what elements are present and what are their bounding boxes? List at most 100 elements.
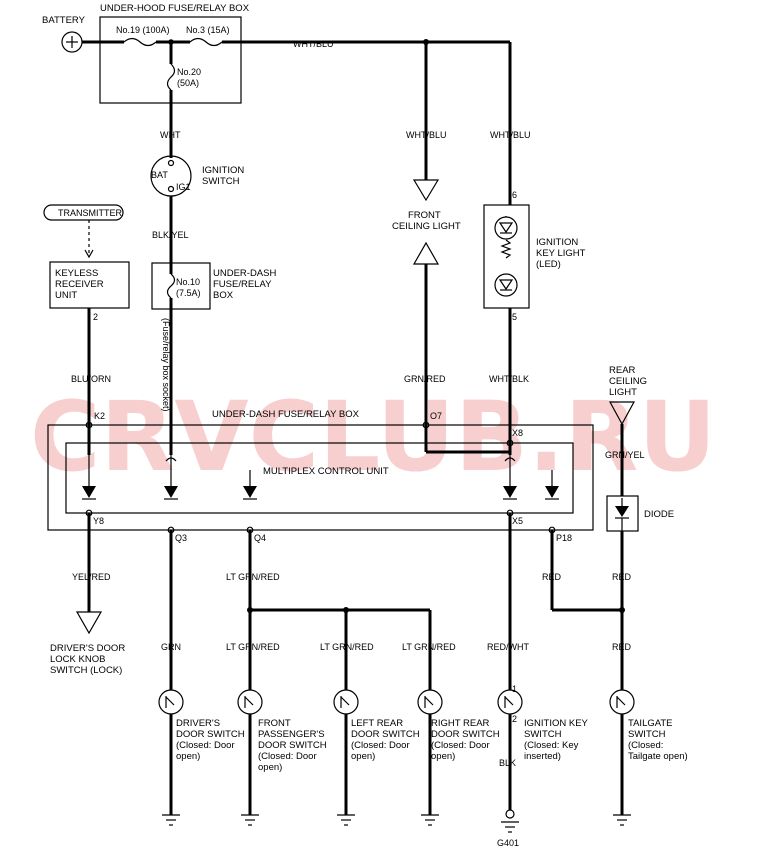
ignition-switch-label-1: IGNITION xyxy=(202,165,244,176)
terminal-o7: O7 xyxy=(430,411,442,421)
wire-label-lt-grn-red-1: LT GRN/RED xyxy=(226,642,280,652)
wire-label-blk: BLK xyxy=(499,758,516,768)
mcu-title: MULTIPLEX CONTROL UNIT xyxy=(263,466,389,477)
driver-switch-l1: DRIVER'S xyxy=(176,718,220,729)
fuse-10-label-b: (7.5A) xyxy=(176,288,201,298)
fuse-10-label-a: No.10 xyxy=(176,277,200,287)
ign-key-switch-l3: (Closed: Key xyxy=(524,740,579,751)
driver-switch-l2: DOOR SWITCH xyxy=(176,729,245,740)
key-switch-pin-2: 2 xyxy=(512,714,517,724)
front-pass-switch-l5: open) xyxy=(258,762,282,773)
keyless-line-3: UNIT xyxy=(55,290,77,301)
left-rear-switch-l2: DOOR SWITCH xyxy=(351,729,420,740)
ground-icon xyxy=(613,814,631,826)
terminal-q4: Q4 xyxy=(254,533,266,543)
fuse-19-label: No.19 (100A) xyxy=(116,25,170,35)
ignition-bat-label: BAT xyxy=(151,170,168,180)
wire-label-wht-blu-key: WHT/BLU xyxy=(490,130,531,140)
key-light-resistor xyxy=(500,239,512,259)
terminal-k2: K2 xyxy=(94,411,105,421)
tailgate-switch-l3: (Closed: xyxy=(628,740,663,751)
key-switch-pin-1: 1 xyxy=(512,684,517,694)
underdash-fuse-relay-box xyxy=(47,424,594,531)
right-rear-switch-l4: open) xyxy=(431,751,455,762)
ignition-key-light-box xyxy=(483,204,530,309)
switch-symbols xyxy=(158,689,635,715)
fuse-19-symbol xyxy=(123,37,157,47)
wire-label-grn-yel: GRN/YEL xyxy=(605,450,645,460)
wire-label-blk-yel: BLK/YEL xyxy=(152,230,189,240)
ignition-key-switch-icon xyxy=(497,689,523,715)
left-rear-switch-l3: (Closed: Door xyxy=(351,740,410,751)
underdash-fuse-name-3: BOX xyxy=(213,290,234,301)
lock-knob-label-3: SWITCH (LOCK) xyxy=(50,665,122,676)
key-light-label-2: KEY LIGHT xyxy=(536,248,586,259)
keyless-line-2: RECEIVER xyxy=(55,279,104,290)
mcu-diodes xyxy=(82,455,559,500)
wire-label-lt-grn-red-3: LT GRN/RED xyxy=(402,642,456,652)
wire-label-blu-orn: BLU/ORN xyxy=(71,374,111,384)
keyless-pin-2: 2 xyxy=(93,312,98,322)
fuse-3-label: No.3 (15A) xyxy=(186,25,230,35)
fuse-10-symbol xyxy=(166,273,176,299)
key-light-label-1: IGNITION xyxy=(536,237,578,248)
wire-label-wht-blu-top: WHT/BLU xyxy=(293,39,334,49)
wire-label-lt-grn-red-2: LT GRN/RED xyxy=(320,642,374,652)
fuse-socket-note: (Fuse/relay box socket) xyxy=(161,318,171,412)
driver-door-switch-icon xyxy=(158,689,184,715)
wire-label-wht-blk: WHT/BLK xyxy=(489,374,529,384)
transmitter-box xyxy=(43,204,124,221)
front-ceiling-arrow-top xyxy=(412,179,440,202)
terminal-q3: Q3 xyxy=(175,533,187,543)
front-ceiling-arrow-bottom xyxy=(412,241,440,265)
tailgate-switch-l1: TAILGATE xyxy=(628,718,673,729)
front-passenger-door-switch-icon xyxy=(237,689,263,715)
terminal-x5: X5 xyxy=(512,516,523,526)
underdash-fuse-name-2: FUSE/RELAY xyxy=(213,279,272,290)
front-ceiling-label-1: FRONT xyxy=(408,210,441,221)
right-rear-switch-l2: DOOR SWITCH xyxy=(431,729,500,740)
wire-label-red-p18: RED xyxy=(542,572,562,582)
rear-ceiling-label-3: LIGHT xyxy=(609,387,637,398)
front-ceiling-label-2: CEILING LIGHT xyxy=(392,221,461,232)
tailgate-switch-icon xyxy=(609,689,635,715)
rear-ceiling-label-2: CEILING xyxy=(609,376,647,387)
watermark: CRVCLUB.RU xyxy=(30,381,716,493)
key-light-label-3: (LED) xyxy=(536,259,561,270)
battery-label: BATTERY xyxy=(42,15,86,26)
wire-label-red-diode: RED xyxy=(612,572,632,582)
terminal-p18: P18 xyxy=(556,533,572,543)
keyless-line-1: KEYLESS xyxy=(55,268,98,279)
battery-symbol xyxy=(61,31,83,53)
wire-label-wht-blu-front: WHT/BLU xyxy=(406,130,447,140)
left-rear-switch-l1: LEFT REAR xyxy=(351,718,403,729)
left-rear-door-switch-icon xyxy=(333,689,359,715)
driver-switch-l4: open) xyxy=(176,751,200,762)
right-rear-switch-l3: (Closed: Door xyxy=(431,740,490,751)
wire-label-grn: GRN xyxy=(161,642,181,652)
transmitter-label: TRANSMITTER xyxy=(58,208,122,218)
ground-icons xyxy=(162,809,631,833)
ign-key-switch-l2: SWITCH xyxy=(524,729,562,740)
ground-icon xyxy=(501,809,519,833)
ground-icon xyxy=(421,814,439,826)
ignition-ig1-label: IG1 xyxy=(176,182,191,192)
right-rear-switch-l1: RIGHT REAR xyxy=(431,718,490,729)
fuse-20-label-b: (50A) xyxy=(177,78,199,88)
wire-label-yel-red: YEL/RED xyxy=(72,572,111,582)
lock-knob-arrow xyxy=(75,611,103,635)
ground-icon xyxy=(337,814,355,826)
tailgate-switch-l4: Tailgate open) xyxy=(628,751,688,762)
fuse-20-symbol xyxy=(166,63,176,91)
terminal-y8: Y8 xyxy=(93,516,104,526)
ground-icon xyxy=(241,814,259,826)
underdash-fuse-10-box xyxy=(151,262,211,310)
left-rear-switch-l4: open) xyxy=(351,751,375,762)
ign-key-switch-l1: IGNITION KEY xyxy=(524,718,589,729)
front-pass-switch-l4: (Closed: Door xyxy=(258,751,317,762)
key-light-pin-5: 5 xyxy=(512,312,517,322)
underhood-box-title: UNDER-HOOD FUSE/RELAY BOX xyxy=(100,3,250,14)
wire-label-lt-grn-red-q4: LT GRN/RED xyxy=(226,572,280,582)
ign-key-switch-l4: inserted) xyxy=(524,751,561,762)
